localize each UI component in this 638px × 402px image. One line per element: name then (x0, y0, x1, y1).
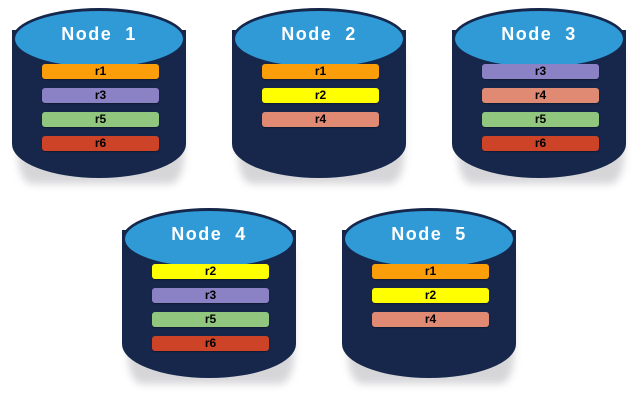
node-cylinder-1[interactable]: Node 1 r1 r3 r5 r6 (12, 8, 186, 186)
replica-label: r5 (94, 112, 107, 126)
replica-bar-r1[interactable]: r1 (262, 64, 379, 79)
replica-label: r4 (424, 312, 437, 326)
replica-list: r2 r3 r5 r6 (152, 264, 269, 360)
replica-label: r2 (424, 288, 437, 302)
replica-bar-r2[interactable]: r2 (262, 88, 379, 103)
replica-bar-r6[interactable]: r6 (42, 136, 159, 151)
replica-bar-r6[interactable]: r6 (152, 336, 269, 351)
node-cylinder-5[interactable]: Node 5 r1 r2 r4 (342, 208, 516, 386)
replica-label: r2 (314, 88, 327, 102)
replica-label: r6 (534, 136, 547, 150)
replica-label: r5 (534, 112, 547, 126)
node-cylinder-3[interactable]: Node 3 r3 r4 r5 r6 (452, 8, 626, 186)
node-title: Node 3 (501, 24, 577, 44)
replica-list: r1 r3 r5 r6 (42, 64, 159, 160)
replica-bar-r4[interactable]: r4 (372, 312, 489, 327)
replica-label: r1 (314, 64, 327, 78)
replica-label: r1 (424, 264, 437, 278)
replica-label: r4 (314, 112, 327, 126)
replica-bar-r3[interactable]: r3 (482, 64, 599, 79)
replica-bar-r4[interactable]: r4 (262, 112, 379, 127)
replica-bar-r2[interactable]: r2 (372, 288, 489, 303)
replica-list: r3 r4 r5 r6 (482, 64, 599, 160)
replica-label: r3 (94, 88, 107, 102)
replica-label: r6 (204, 336, 217, 350)
replica-label: r1 (94, 64, 107, 78)
replica-bar-r3[interactable]: r3 (152, 288, 269, 303)
node-cylinder-4[interactable]: Node 4 r2 r3 r5 r6 (122, 208, 296, 386)
replica-list: r1 r2 r4 (372, 264, 489, 336)
replica-label: r4 (534, 88, 547, 102)
replica-label: r3 (534, 64, 547, 78)
replica-label: r6 (94, 136, 107, 150)
replica-bar-r1[interactable]: r1 (42, 64, 159, 79)
replica-label: r2 (204, 264, 217, 278)
replica-bar-r1[interactable]: r1 (372, 264, 489, 279)
replica-bar-r4[interactable]: r4 (482, 88, 599, 103)
node-cylinder-2[interactable]: Node 2 r1 r2 r4 (232, 8, 406, 186)
node-title: Node 1 (61, 24, 137, 44)
replica-label: r5 (204, 312, 217, 326)
node-title: Node 4 (171, 224, 247, 244)
replica-label: r3 (204, 288, 217, 302)
replica-bar-r5[interactable]: r5 (152, 312, 269, 327)
replica-bar-r6[interactable]: r6 (482, 136, 599, 151)
replica-bar-r5[interactable]: r5 (482, 112, 599, 127)
replica-bar-r5[interactable]: r5 (42, 112, 159, 127)
replica-bar-r2[interactable]: r2 (152, 264, 269, 279)
replica-list: r1 r2 r4 (262, 64, 379, 136)
node-title: Node 2 (281, 24, 357, 44)
node-title: Node 5 (391, 224, 467, 244)
replica-bar-r3[interactable]: r3 (42, 88, 159, 103)
